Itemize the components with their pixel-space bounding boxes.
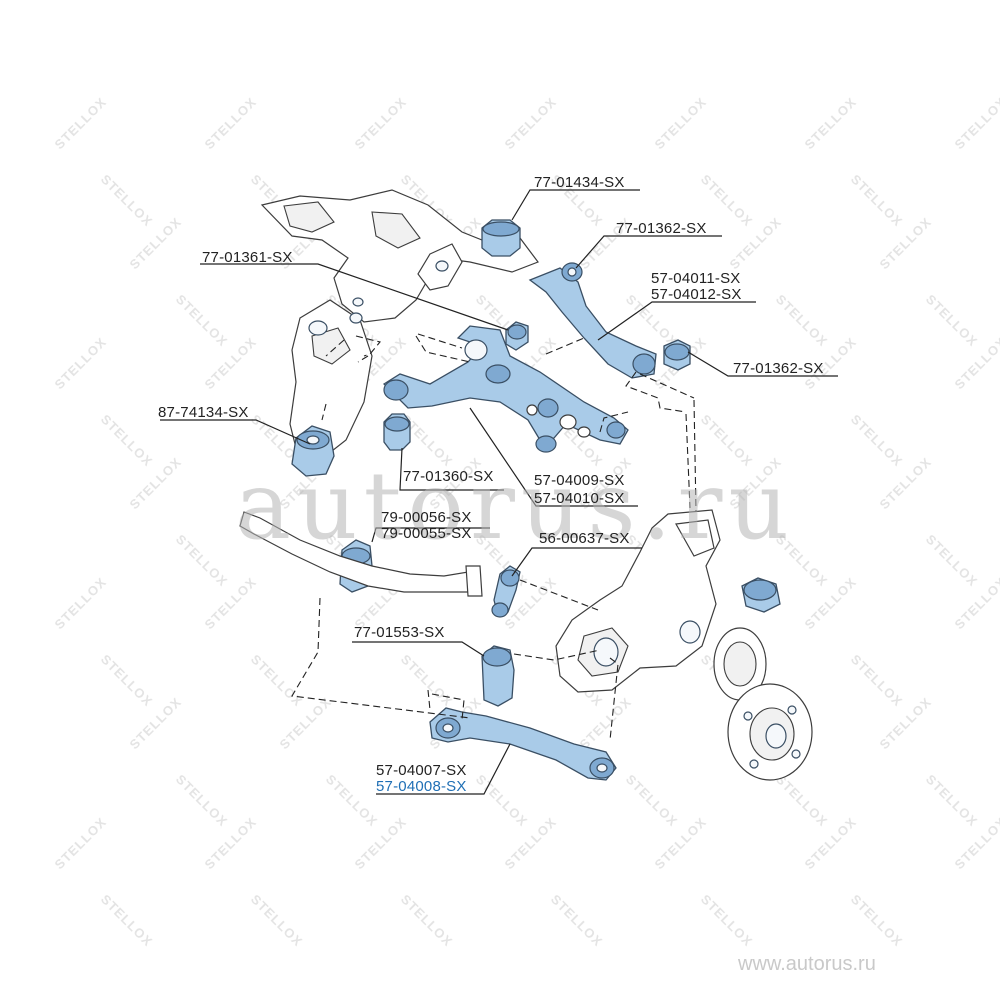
label-79-00055[interactable]: 79-00055-SX: [381, 525, 472, 542]
stellox-watermark-text: STELLOX: [773, 772, 831, 830]
stellox-watermark-text: STELLOX: [502, 814, 560, 872]
stellox-watermark-text: STELLOX: [848, 652, 906, 710]
label-87-74134[interactable]: 87-74134-SX: [158, 404, 249, 421]
stellox-watermark-text: STELLOX: [923, 772, 981, 830]
wheel-knuckle: [555, 509, 813, 781]
stellox-watermark-text: STELLOX: [877, 214, 935, 272]
footer-url: www.autorus.ru: [738, 953, 876, 975]
stellox-watermark-text: STELLOX: [398, 652, 456, 710]
stellox-watermark-text: STELLOX: [848, 892, 906, 950]
label-57-04007[interactable]: 57-04007-SX: [376, 762, 467, 779]
label-57-04010[interactable]: 57-04010-SX: [534, 490, 625, 507]
stellox-watermark-text: STELLOX: [98, 892, 156, 950]
stellox-watermark-text: STELLOX: [623, 772, 681, 830]
stellox-watermark-text: STELLOX: [727, 214, 785, 272]
stellox-watermark-text: STELLOX: [98, 172, 156, 230]
label-77-01360[interactable]: 77-01360-SX: [403, 468, 494, 485]
stellox-watermark-text: STELLOX: [848, 172, 906, 230]
stellox-watermark-text: STELLOX: [473, 772, 531, 830]
stellox-watermark-text: STELLOX: [698, 892, 756, 950]
stellox-watermark-text: STELLOX: [577, 694, 635, 752]
rear-subframe: [260, 189, 539, 463]
stellox-watermark-text: STELLOX: [802, 814, 860, 872]
stellox-watermark-text: STELLOX: [352, 94, 410, 152]
stellox-watermark-text: STELLOX: [773, 292, 831, 350]
autorus-watermark: autorus.ru: [235, 452, 796, 561]
stellox-watermark-text: STELLOX: [52, 334, 110, 392]
label-57-04008[interactable]: 57-04008-SX: [376, 778, 467, 795]
assembly-dashed-lines: [291, 333, 697, 741]
stellox-watermark-text: STELLOX: [802, 94, 860, 152]
stellox-watermark-text: STELLOX: [877, 694, 935, 752]
label-77-01553[interactable]: 77-01553-SX: [354, 624, 445, 641]
stellox-watermark-text: STELLOX: [923, 292, 981, 350]
stellox-watermark-text: STELLOX: [952, 94, 1000, 152]
stellox-watermark-text: STELLOX: [502, 94, 560, 152]
stellox-watermark-text: STELLOX: [173, 532, 231, 590]
stellox-watermark-text: STELLOX: [127, 694, 185, 752]
label-79-00056[interactable]: 79-00056-SX: [381, 509, 472, 526]
stellox-watermark-text: STELLOX: [248, 652, 306, 710]
stellox-watermark-text: STELLOX: [202, 814, 260, 872]
fasteners: [526, 404, 591, 438]
stellox-watermark-text: STELLOX: [548, 892, 606, 950]
stellox-watermark-text: STELLOX: [652, 814, 710, 872]
stellox-watermark-text: STELLOX: [277, 694, 335, 752]
stellox-watermark-text: STELLOX: [202, 94, 260, 152]
stellox-watermark-text: STELLOX: [877, 454, 935, 512]
stellox-watermark-text: STELLOX: [127, 454, 185, 512]
stellox-watermark-text: STELLOX: [323, 772, 381, 830]
stellox-watermark-text: STELLOX: [652, 94, 710, 152]
leader-lines: [160, 189, 838, 795]
stellox-watermark-text: STELLOX: [52, 574, 110, 632]
label-77-01362-top[interactable]: 77-01362-SX: [616, 220, 707, 237]
stellox-watermark-text: STELLOX: [802, 574, 860, 632]
stellox-watermark-text: STELLOX: [352, 814, 410, 872]
stellox-watermark-text: STELLOX: [127, 214, 185, 272]
stellox-watermark-text: STELLOX: [52, 94, 110, 152]
stellox-watermark-text: STELLOX: [173, 772, 231, 830]
stellox-watermark-text: STELLOX: [202, 574, 260, 632]
stellox-watermark-text: STELLOX: [398, 892, 456, 950]
label-77-01434[interactable]: 77-01434-SX: [534, 174, 625, 191]
stellox-watermark-text: STELLOX: [202, 334, 260, 392]
stellox-watermark-text: STELLOX: [173, 292, 231, 350]
stellox-watermark-text: STELLOX: [98, 412, 156, 470]
stellox-watermark-text: STELLOX: [848, 412, 906, 470]
label-77-01362-right[interactable]: 77-01362-SX: [733, 360, 824, 377]
stellox-watermark-text: STELLOX: [98, 652, 156, 710]
label-77-01361[interactable]: 77-01361-SX: [202, 249, 293, 266]
label-57-04012[interactable]: 57-04012-SX: [651, 286, 742, 303]
stellox-watermark-text: STELLOX: [52, 814, 110, 872]
label-56-00637[interactable]: 56-00637-SX: [539, 530, 630, 547]
label-57-04011[interactable]: 57-04011-SX: [651, 270, 741, 287]
label-57-04009[interactable]: 57-04009-SX: [534, 472, 625, 489]
stellox-watermark-text: STELLOX: [923, 532, 981, 590]
stellox-watermark-text: STELLOX: [248, 892, 306, 950]
stabilizer-bar: [239, 511, 483, 597]
